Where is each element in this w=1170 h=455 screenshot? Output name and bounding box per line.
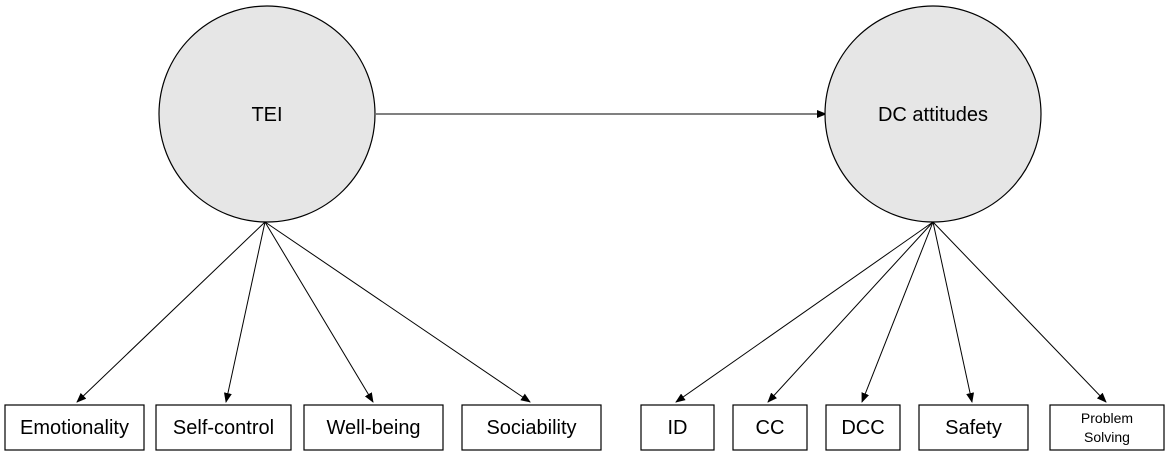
- latent-dc-attitudes: DC attitudes: [824, 5, 1042, 223]
- indicator-safety-box: [918, 404, 1029, 451]
- indicator-self-control-box: [155, 404, 292, 451]
- indicator-dcc: DCC: [825, 404, 901, 451]
- indicator-id-label: ID: [668, 417, 688, 439]
- indicator-dcc-box: [825, 404, 901, 451]
- indicator-well-being-box: [303, 404, 444, 451]
- path-dc-to-id: [675, 221, 934, 403]
- indicator-well-being: Well-being: [303, 404, 444, 451]
- indicator-id: ID: [640, 404, 715, 451]
- indicator-emotionality-box: [4, 404, 145, 451]
- indicator-sociability: Sociability: [461, 404, 602, 451]
- path-tei-to-self-control: [223, 221, 266, 403]
- path-tei-to-emotionality: [76, 221, 266, 403]
- indicator-id-box: [640, 404, 715, 451]
- indicator-self-control-label: Self-control: [173, 417, 274, 439]
- path-tei-to-sociability: [264, 221, 531, 403]
- indicator-problem-solving-box: [1049, 404, 1165, 451]
- indicator-problem-solving: Problem Solving: [1049, 404, 1165, 451]
- latent-tei-label: TEI: [251, 104, 282, 126]
- indicator-well-being-label: Well-being: [326, 417, 420, 439]
- latent-tei-circle: [158, 5, 376, 223]
- indicator-sociability-box: [461, 404, 602, 451]
- indicator-emotionality: Emotionality: [4, 404, 145, 451]
- latent-dc-attitudes-circle: [824, 5, 1042, 223]
- indicator-emotionality-label: Emotionality: [20, 417, 129, 439]
- path-dc-to-safety: [932, 221, 975, 403]
- indicator-dcc-label: DCC: [841, 417, 884, 439]
- indicator-self-control: Self-control: [155, 404, 292, 451]
- indicator-cc-label: CC: [756, 417, 785, 439]
- path-tei-to-well-being: [264, 221, 374, 403]
- indicator-problem-solving-label-line1: Problem: [1081, 410, 1133, 426]
- indicator-safety: Safety: [918, 404, 1029, 451]
- latent-tei: TEI: [158, 5, 376, 223]
- indicator-cc-box: [732, 404, 808, 451]
- path-dc-to-dcc: [861, 221, 934, 403]
- path-dc-to-cc: [767, 221, 934, 403]
- indicator-sociability-label: Sociability: [486, 417, 576, 439]
- indicator-cc: CC: [732, 404, 808, 451]
- path-dc-to-problem-solving: [932, 221, 1107, 403]
- indicator-problem-solving-label-line2: Solving: [1084, 429, 1130, 445]
- latent-dc-attitudes-label: DC attitudes: [878, 104, 988, 126]
- indicator-safety-label: Safety: [945, 417, 1002, 439]
